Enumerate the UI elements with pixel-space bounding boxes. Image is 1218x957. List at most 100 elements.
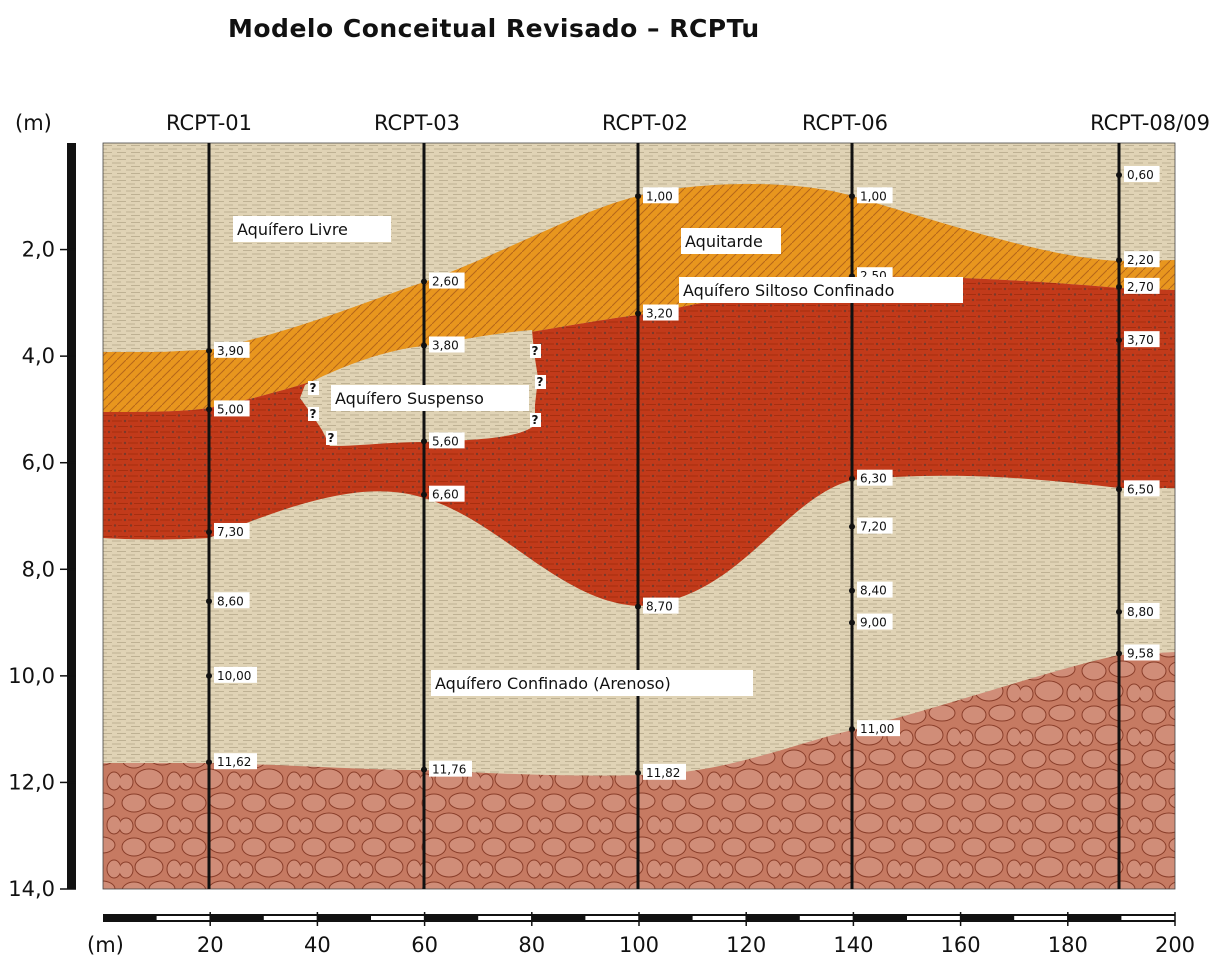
depth-label: 2,20 [1127,253,1154,267]
depth-label: 2,70 [1127,280,1154,294]
depth-marker [635,310,641,317]
depth-label-bg [857,187,893,204]
depth-label: 11,62 [217,755,251,769]
depth-marker [206,528,212,535]
borehole: RCPT-08/090,602,202,703,706,508,809,58 [1090,111,1210,889]
x-tick-label: 40 [304,933,331,957]
label-aquifero-siltoso: Aquífero Siltoso Confinado [683,281,894,300]
depth-label-bg [1124,277,1160,294]
x-axis-unit: (m) [87,933,124,957]
question-mark-bg [535,375,546,389]
depth-label: 6,30 [860,472,887,486]
y-tick-label: 10,0 [8,664,55,688]
depth-label-bg [857,720,900,737]
depth-label-bg [643,187,679,204]
x-tick-label: 200 [1155,933,1195,957]
depth-label-bg [857,517,893,534]
depth-marker [421,766,427,773]
depth-label: 3,70 [1127,333,1154,347]
y-tick-label: 14,0 [8,877,55,901]
depth-label: 9,58 [1127,646,1154,660]
y-tick-label: 6,0 [22,451,55,475]
layer-labels: Aquífero Livre Aquitarde Aquífero Suspen… [233,216,963,696]
question-marks: ?????? [308,344,546,445]
depth-marker [206,406,212,413]
depth-label: 3,80 [432,338,459,352]
depth-label-bg [1124,165,1160,182]
depth-label-bg [1124,644,1160,661]
question-mark-bg [308,381,319,395]
depth-marker [421,342,427,349]
depth-label: 8,60 [217,594,244,608]
borehole-name: RCPT-01 [166,111,252,135]
question-mark-bg [308,407,319,421]
depth-marker [421,438,427,445]
depth-label: 8,40 [860,584,887,598]
question-mark: ? [532,344,539,358]
depth-label-bg [214,592,250,609]
x-tick-label: 60 [411,933,438,957]
depth-label-bg [429,485,465,502]
depth-label: 1,00 [646,189,673,203]
depth-label: 10,00 [217,669,251,683]
depth-marker [635,769,641,776]
depth-label-bg [643,304,679,321]
depth-label: 1,00 [860,189,887,203]
depth-marker [849,587,855,594]
depth-label-bg [214,666,257,683]
borehole-name: RCPT-06 [802,111,888,135]
depth-marker [1116,171,1122,178]
depth-label: 8,80 [1127,605,1154,619]
depth-marker [849,619,855,626]
borehole: RCPT-01 3,90 5,00 7,30 8,60 10,00 11,62 [166,111,257,889]
depth-label: 3,90 [217,344,244,358]
depth-marker [849,193,855,200]
depth-marker [206,347,212,354]
x-axis-segment [156,916,211,920]
x-tick-label: 160 [941,933,981,957]
question-mark-bg [530,344,541,358]
x-tick-label: 180 [1048,933,1088,957]
x-axis-segment [1014,916,1068,920]
y-axis-unit: (m) [15,111,52,135]
depth-label: 11,82 [646,766,680,780]
x-tick-label: 140 [833,933,873,957]
depth-label-bg [214,341,250,358]
depth-marker [1116,486,1122,493]
boreholes: RCPT-01 3,90 5,00 7,30 8,60 10,00 11,62 RCPT-03… [166,111,1210,889]
page-title: Modelo Conceitual Revisado – RCPTu [228,14,760,43]
question-mark: ? [310,407,317,421]
x-tick-label: 100 [619,933,659,957]
x-axis-segment [371,916,425,920]
depth-marker [635,603,641,610]
depth-label-bg [429,432,465,449]
depth-label: 11,00 [860,722,894,736]
borehole-name: RCPT-03 [374,111,460,135]
depth-label: 7,30 [217,525,244,539]
depth-marker [1116,257,1122,264]
depth-label-bg [643,763,686,780]
question-mark: ? [328,431,335,445]
depth-label-bg [429,760,472,777]
x-axis-segment [478,916,532,920]
y-tick-label: 2,0 [22,238,55,262]
depth-label: 11,76 [432,763,466,777]
depth-marker [849,726,855,733]
depth-label-bg [1124,480,1160,497]
depth-label-bg [429,272,465,289]
y-tick-label: 4,0 [22,344,55,368]
x-tick-label: 20 [197,933,224,957]
depth-marker [421,278,427,285]
y-tick-label: 12,0 [8,770,55,794]
x-tick-label: 80 [518,933,545,957]
depth-label-bg [429,336,465,353]
x-axis-segment [1121,916,1175,920]
depth-label: 6,60 [432,488,459,502]
depth-label: 5,00 [217,402,244,416]
x-axis-segment [692,916,747,920]
depth-marker [635,193,641,200]
